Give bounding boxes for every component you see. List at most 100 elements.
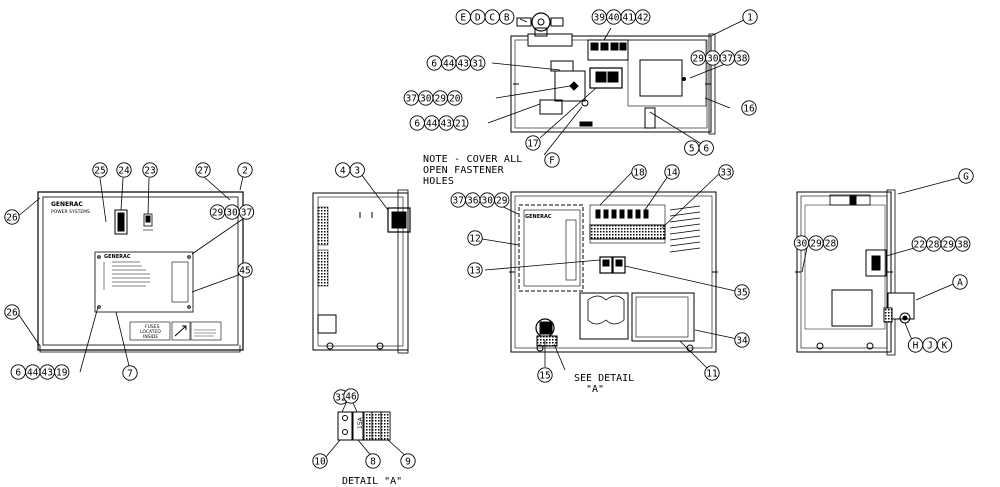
callout-front-view-5: 26: [4, 209, 20, 225]
callout-label: 10: [314, 456, 326, 467]
callout-label: G: [963, 171, 969, 182]
callout-label: 43: [441, 118, 452, 129]
callout-bubble: [400, 453, 416, 469]
fuse-rating: 15A: [357, 416, 364, 429]
callout-bubble: [470, 55, 486, 71]
callout-label: C: [489, 12, 495, 23]
callout-bubble: [467, 262, 483, 278]
callout-front-view-3: 27: [195, 162, 211, 178]
interior-panel-brand: GENERAC: [525, 214, 552, 220]
callout-bubble: [142, 162, 158, 178]
callout-label: 8: [370, 456, 376, 467]
callout-bubble: [742, 9, 758, 25]
callout-bubble: [718, 164, 734, 180]
callout-label: 23: [144, 165, 155, 176]
callout-label: 43: [458, 58, 469, 69]
callout-label: 44: [27, 367, 39, 378]
callout-front-view-2: 23: [142, 162, 158, 178]
callout-label: J: [927, 340, 933, 351]
callout-label: 45: [239, 265, 250, 276]
callout-bubble: [631, 164, 647, 180]
callout-bubble: [54, 364, 70, 380]
callout-label: 35: [736, 287, 747, 298]
callout-interior-view-7: 34: [734, 332, 750, 348]
callout-bubble: [499, 9, 515, 25]
callout-label: 36: [467, 195, 479, 206]
callout-label: 5: [689, 143, 695, 154]
note-line3: HOLES: [423, 176, 454, 187]
callout-label: 29: [943, 239, 955, 250]
callout-label: 38: [736, 53, 748, 64]
callout-label: 28: [928, 239, 940, 250]
callout-bubble: [955, 236, 971, 252]
callout-label: 4: [340, 165, 346, 176]
callout-detail-view-4: 9: [400, 453, 416, 469]
callout-label: 2: [242, 165, 248, 176]
callout-bubble: [494, 192, 510, 208]
callout-label: D: [475, 12, 481, 23]
callout-label: 18: [633, 167, 645, 178]
callout-bubble: [349, 162, 365, 178]
fuse-label-line1: FUSES: [145, 324, 160, 330]
callout-label: 26: [6, 212, 18, 223]
callout-label: 29: [496, 195, 508, 206]
callout-label: 44: [426, 118, 438, 129]
callout-bubble: [4, 209, 20, 225]
callout-label: 29: [435, 93, 447, 104]
callout-label: 32: [335, 392, 346, 403]
front-brand-line2: POWER SYSTEMS: [51, 209, 90, 215]
callout-label: 22: [914, 239, 925, 250]
callout-bubble: [122, 365, 138, 381]
callout-label: 40: [608, 12, 620, 23]
callout-bubble: [958, 168, 974, 184]
callout-top-view-2: 1: [742, 9, 758, 25]
callout-interior-view-9: 11: [704, 365, 720, 381]
callout-label: 12: [469, 233, 480, 244]
callout-label: 43: [42, 367, 53, 378]
top-view: [510, 12, 716, 135]
callout-label: 6: [431, 58, 437, 69]
callout-front-view-10: 7: [122, 365, 138, 381]
interior-view: [509, 191, 718, 353]
callout-bubble: [704, 365, 720, 381]
callout-label: 31: [472, 58, 484, 69]
callout-bubble: [664, 164, 680, 180]
callout-label: 37: [406, 93, 417, 104]
callout-bubble: [525, 135, 541, 151]
callout-label: 6: [414, 118, 420, 129]
callout-front-view-1: 24: [116, 162, 132, 178]
callout-top-view-8: 17: [525, 135, 541, 151]
callout-detail-view-1: 46: [343, 388, 359, 404]
callout-label: 6: [703, 143, 709, 154]
callout-right-view-0: G: [958, 168, 974, 184]
callout-bubble: [544, 152, 560, 168]
fuse-label-line2: LOCATED: [140, 329, 161, 335]
callout-interior-view-1: 14: [664, 164, 680, 180]
callout-label: 3: [354, 165, 360, 176]
callout-interior-view-2: 33: [718, 164, 734, 180]
callout-label: 11: [706, 368, 718, 379]
callout-detail-view-2: 10: [312, 453, 328, 469]
callout-right-view-3: A: [952, 274, 968, 290]
callout-front-view-8: 26: [4, 304, 20, 320]
callout-label: K: [942, 340, 948, 351]
callout-label: 30: [707, 53, 719, 64]
callout-label: 15: [539, 370, 550, 381]
callout-label: 9: [405, 456, 411, 467]
callout-bubble: [698, 140, 714, 156]
right-side-view: [795, 189, 915, 356]
callout-bubble: [447, 90, 463, 106]
callout-label: 13: [469, 265, 480, 276]
callout-top-view-9: F: [544, 152, 560, 168]
